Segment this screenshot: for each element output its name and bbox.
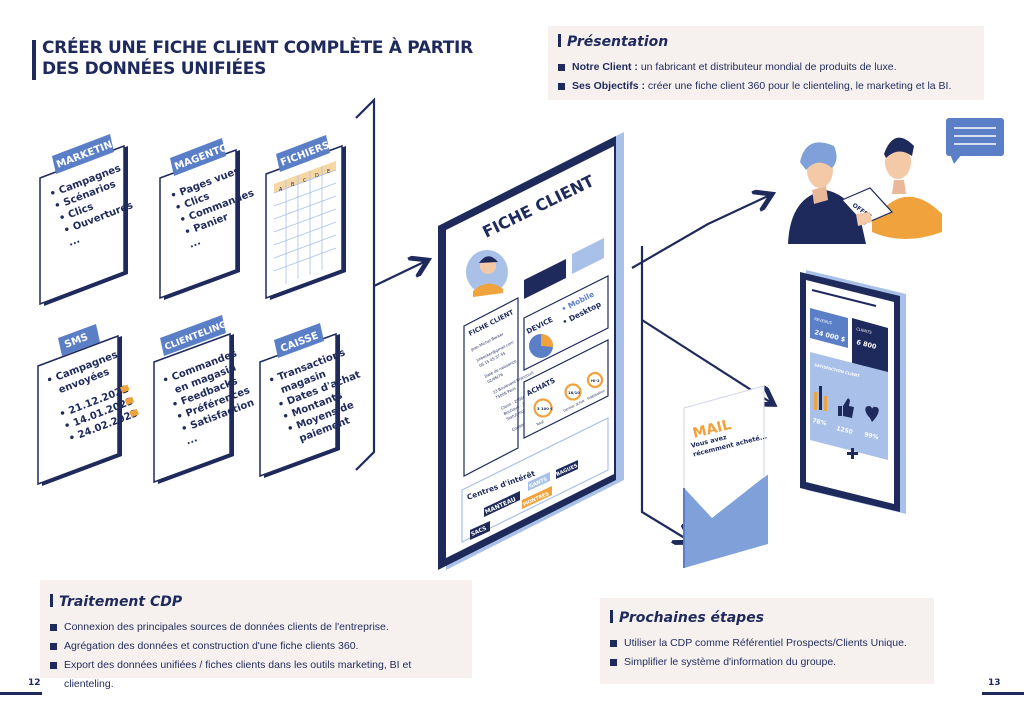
page-number-right: 13 [988, 678, 1001, 688]
footer-rule-left [0, 692, 42, 695]
people-illustration: OFFRE [788, 137, 942, 244]
source-doc-sms: SMS • Campagnes envoyées • 21.12.2022 • … [37, 324, 140, 486]
presentation-item-client: Notre Client : un fabricant et distribut… [558, 58, 974, 77]
source-doc-caisse: CAISSE • Transactions magasin • Dates d'… [259, 323, 362, 478]
source-item: ... [188, 236, 203, 250]
spreadsheet-col: C [303, 178, 307, 184]
traitement-list: Connexion des principales sources de don… [50, 618, 460, 694]
presentation-heading: Présentation [558, 34, 974, 50]
device-card: DEVICE • Mobile • Desktop [523, 275, 609, 371]
etapes-item: Simplifier le système d'information du g… [610, 653, 922, 672]
spreadsheet-col: D [315, 173, 319, 179]
bar-chart-icon [814, 386, 827, 411]
achats-value: Hi-2 [591, 378, 600, 383]
traitement-heading: Traitement CDP [50, 594, 460, 610]
achats-card: ACHATS 3 100 € 18/10 Hi-2 Total Dernier … [523, 339, 609, 439]
source-doc-marketing: MARKETING • Campagnes • Scénarios • Clic… [39, 134, 135, 306]
dashboard-tablet: REVENUS 24 000 $ CLIENTS 6 800 SATISFACT… [800, 270, 906, 514]
footer-rule-right [982, 692, 1024, 695]
plus-icon [847, 448, 858, 459]
title-accent-bar [32, 40, 36, 80]
traitement-item: Export des données unifiées / fiches cli… [50, 656, 460, 694]
presentation-list: Notre Client : un fabricant et distribut… [558, 58, 974, 96]
chat-bubble-icon [946, 118, 1004, 164]
input-connector [355, 97, 424, 471]
traitement-item: Agrégation des données et construction d… [50, 637, 460, 656]
spreadsheet-col: B [291, 182, 295, 188]
spreadsheet-grid: A B C D E [273, 161, 337, 284]
header-block [524, 259, 566, 299]
spreadsheet-col: E [327, 169, 330, 175]
header-block [572, 238, 604, 274]
stat-value: 1250 [836, 425, 854, 436]
mail-envelope: MAIL Vous avez récemment acheté... [683, 385, 769, 568]
etapes-heading: Prochaines étapes [610, 610, 922, 626]
traitement-item: Connexion des principales sources de don… [50, 618, 460, 637]
etapes-box: Prochaines étapes Utiliser la CDP comme … [600, 598, 934, 684]
page-title: CRÉER UNE FICHE CLIENT COMPLÈTE À PARTIR… [42, 38, 473, 79]
stat-value: 78% [812, 417, 828, 427]
thumbs-up-icon [838, 398, 854, 418]
client-avatar [466, 250, 508, 297]
stat-value: 99% [864, 431, 880, 441]
etapes-list: Utiliser la CDP comme Référentiel Prospe… [610, 634, 922, 672]
fiche-client-board: FICHE CLIENT FICHE CLIENT Jean-Michel Be… [438, 132, 624, 570]
spreadsheet-col: A [279, 187, 283, 193]
heart-icon [865, 406, 879, 422]
source-doc-fichiers: FICHIERS A B C D E [265, 135, 346, 300]
source-item: ... [67, 234, 82, 248]
presentation-box: Présentation Notre Client : un fabricant… [548, 26, 984, 100]
kpi-label: REVENUS [814, 316, 833, 325]
achats-value: 18/10 [568, 390, 580, 395]
interets-card: Centres d'intérêt MANTEAU GANTS BAGUES M… [461, 417, 609, 543]
achats-caption: Total [535, 420, 545, 428]
source-doc-magento: MAGENTO • Pages vues • Clics • Commandes… [159, 138, 256, 300]
etapes-item: Utiliser la CDP comme Référentiel Prospe… [610, 634, 922, 653]
kpi-label: CLIENTS [856, 326, 873, 335]
output-connector [631, 196, 770, 540]
source-item: ... [184, 433, 199, 447]
page-number-left: 12 [28, 678, 41, 688]
presentation-item-objectifs: Ses Objectifs : créer une fiche client 3… [558, 77, 974, 96]
achats-value: 3 100 € [537, 406, 553, 411]
traitement-box: Traitement CDP Connexion des principales… [40, 580, 472, 690]
source-doc-clienteling: CLIENTELING • Commandes en magasin • Fee… [153, 315, 256, 484]
